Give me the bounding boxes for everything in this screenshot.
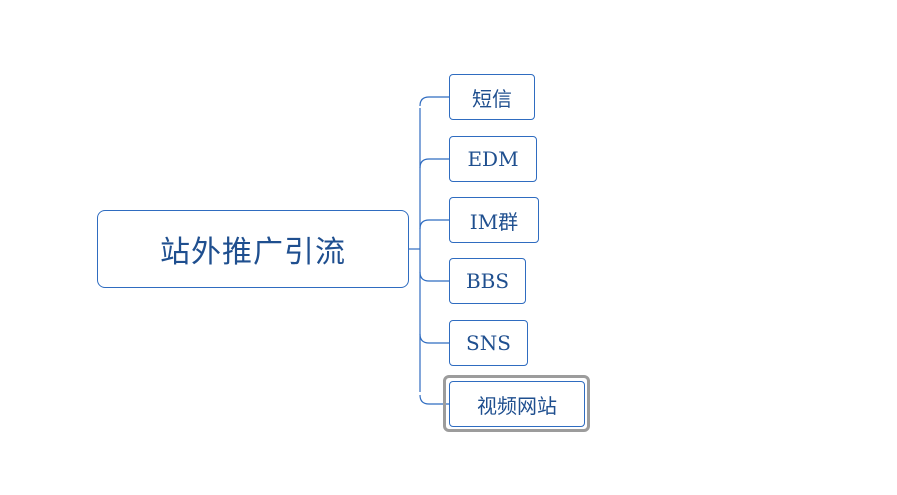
child-node-label: 视频网站	[477, 393, 557, 418]
child-node-label: 短信	[472, 86, 512, 111]
child-node-sms[interactable]: 短信	[449, 74, 535, 120]
child-node-label: IM群	[469, 209, 519, 234]
connector-branch-5	[419, 394, 449, 405]
child-node-edm[interactable]: EDM	[449, 136, 537, 182]
child-node-im-group[interactable]: IM群	[449, 197, 539, 243]
child-node-label: EDM	[467, 147, 519, 171]
root-node[interactable]: 站外推广引流	[97, 210, 409, 288]
connector-branch-2	[419, 219, 449, 230]
selection-frame	[443, 375, 590, 432]
child-node-bbs[interactable]: BBS	[449, 258, 526, 304]
child-node-label: BBS	[465, 269, 510, 293]
child-node-label: SNS	[466, 331, 511, 355]
connector-branch-0	[419, 96, 449, 107]
connector-branch-1	[419, 158, 449, 169]
child-node-video-sites[interactable]: 视频网站	[449, 381, 585, 427]
connector-branch-4	[419, 333, 449, 344]
child-node-sns[interactable]: SNS	[449, 320, 528, 366]
connector-branch-3	[419, 271, 449, 282]
root-node-label: 站外推广引流	[160, 235, 346, 270]
